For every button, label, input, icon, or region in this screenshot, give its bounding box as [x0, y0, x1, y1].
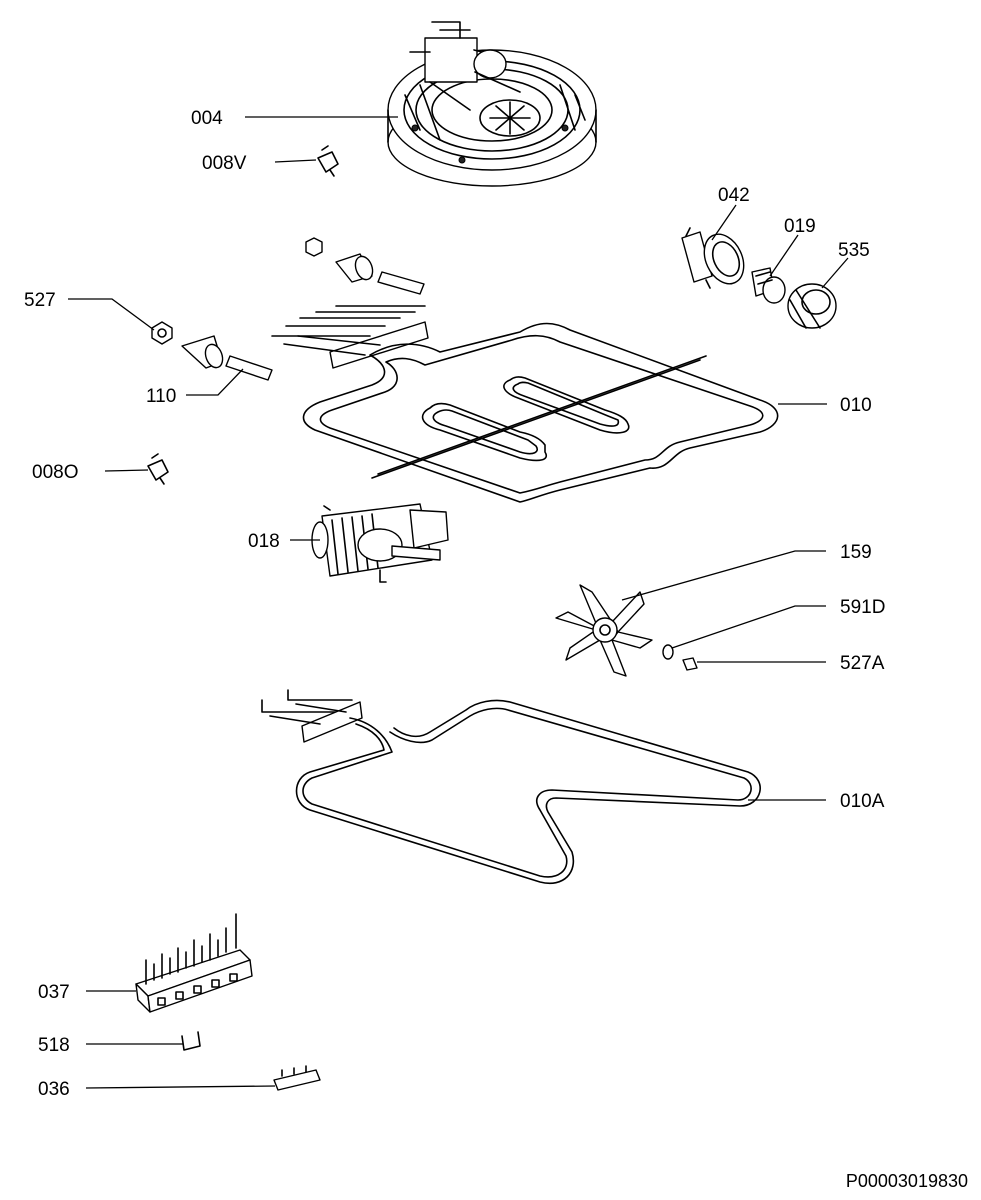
label-037: 037: [38, 982, 70, 1003]
label-527: 527: [24, 290, 56, 311]
part-518-clip: [181, 1031, 201, 1051]
label-110: 110: [146, 386, 176, 407]
part-110-insulator: [181, 253, 425, 381]
part-535-lamp-cover: [787, 283, 837, 329]
label-591D: 591D: [840, 597, 885, 618]
part-159-fan-blade: [555, 584, 653, 677]
label-036: 036: [38, 1079, 70, 1100]
part-018-fan-motor: [311, 503, 449, 583]
part-591D-washer: [662, 644, 674, 660]
part-008O-clip: [147, 453, 169, 485]
label-008O: 008O: [32, 462, 78, 483]
label-010: 010: [840, 395, 872, 416]
reference-number: P00003019830: [846, 1171, 968, 1191]
label-518: 518: [38, 1035, 70, 1056]
label-008V: 008V: [202, 153, 247, 174]
label-010A: 010A: [840, 791, 885, 812]
part-036-connector: [273, 1065, 321, 1091]
part-042-lamp-holder: [681, 227, 745, 289]
part-019-lamp-bulb: [751, 267, 786, 304]
label-019: 019: [784, 216, 816, 237]
part-010A-bottom-element: [261, 689, 761, 885]
label-004: 004: [191, 108, 223, 129]
part-010-grill-element: [271, 305, 779, 503]
label-159: 159: [840, 542, 872, 563]
leader-lines: [68, 116, 849, 1089]
label-535: 535: [838, 240, 870, 261]
label-527A: 527A: [840, 653, 885, 674]
part-527-nut: [151, 237, 323, 345]
part-004-circular-heater-assembly: [387, 21, 597, 187]
part-527A-nut: [682, 657, 698, 671]
label-018: 018: [248, 531, 280, 552]
part-008V-clip: [317, 145, 339, 177]
label-042: 042: [718, 185, 750, 206]
part-037-terminal-block: [135, 913, 253, 1013]
